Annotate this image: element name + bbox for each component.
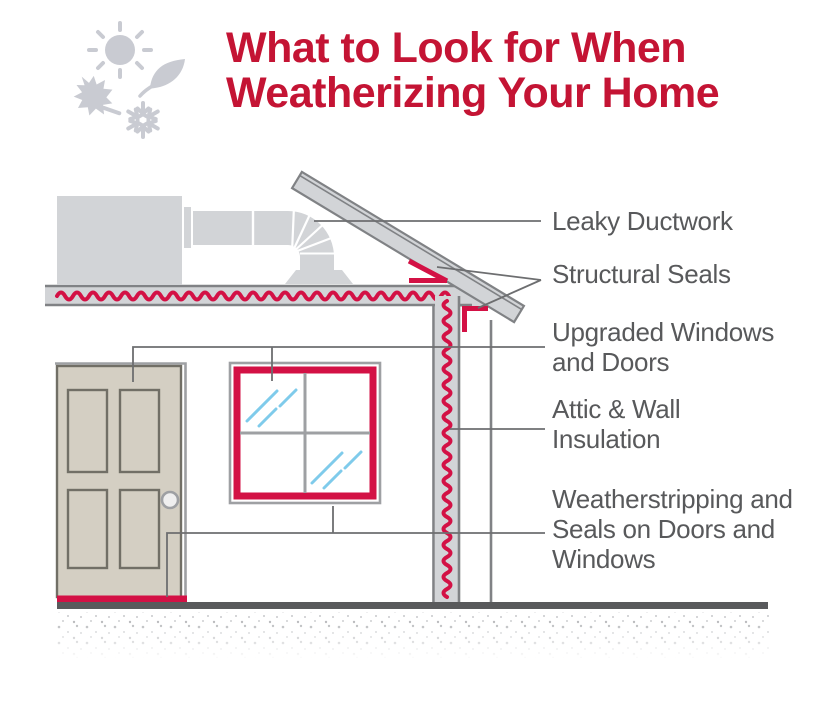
season-icons (73, 21, 185, 139)
leader-structural-seals (436, 266, 542, 309)
duct-boot (285, 270, 353, 284)
ground-texture (55, 612, 769, 658)
door (55, 362, 187, 602)
glass-reflections (245, 388, 363, 490)
leader-upgraded-windows (132, 346, 545, 382)
sun-icon (87, 21, 153, 79)
door-frame (55, 362, 187, 602)
structural-seal-marker-lower (462, 306, 488, 332)
leaf-icon (138, 59, 185, 98)
door-panels (66, 388, 161, 570)
structural-seal-marker-upper (407, 258, 449, 284)
floor (57, 602, 768, 609)
page-title-line2: Weatherizing Your Home (226, 69, 720, 117)
leader-lines (132, 220, 545, 597)
label-structural-seals: Structural Seals (552, 259, 731, 289)
door-sweep-seal (57, 595, 187, 602)
label-upgraded-windows: Upgraded Windows and Doors (552, 317, 775, 377)
label-attic-insulation: Attic & Wall Insulation (552, 394, 681, 454)
exterior-wall (432, 296, 493, 603)
leader-weatherstripping (166, 506, 545, 597)
ceiling-insulation-wave (55, 290, 451, 302)
wall-insulation-wave (441, 299, 453, 599)
label-leaky-ductwork: Leaky Ductwork (552, 206, 733, 236)
snowflake-icon (123, 101, 163, 139)
label-weatherstripping: Weatherstripping and Seals on Doors and … (552, 484, 793, 574)
page-title-line1: What to Look for When (226, 24, 687, 72)
roof-rafter (290, 170, 526, 324)
window (228, 361, 382, 505)
door-knob (160, 490, 180, 510)
page-title: What to Look for When Weatherizing Your … (226, 26, 766, 116)
hvac-unit (57, 196, 182, 285)
ductwork (184, 205, 353, 284)
maple-leaf-icon (73, 75, 122, 116)
window-mullions (240, 373, 370, 493)
